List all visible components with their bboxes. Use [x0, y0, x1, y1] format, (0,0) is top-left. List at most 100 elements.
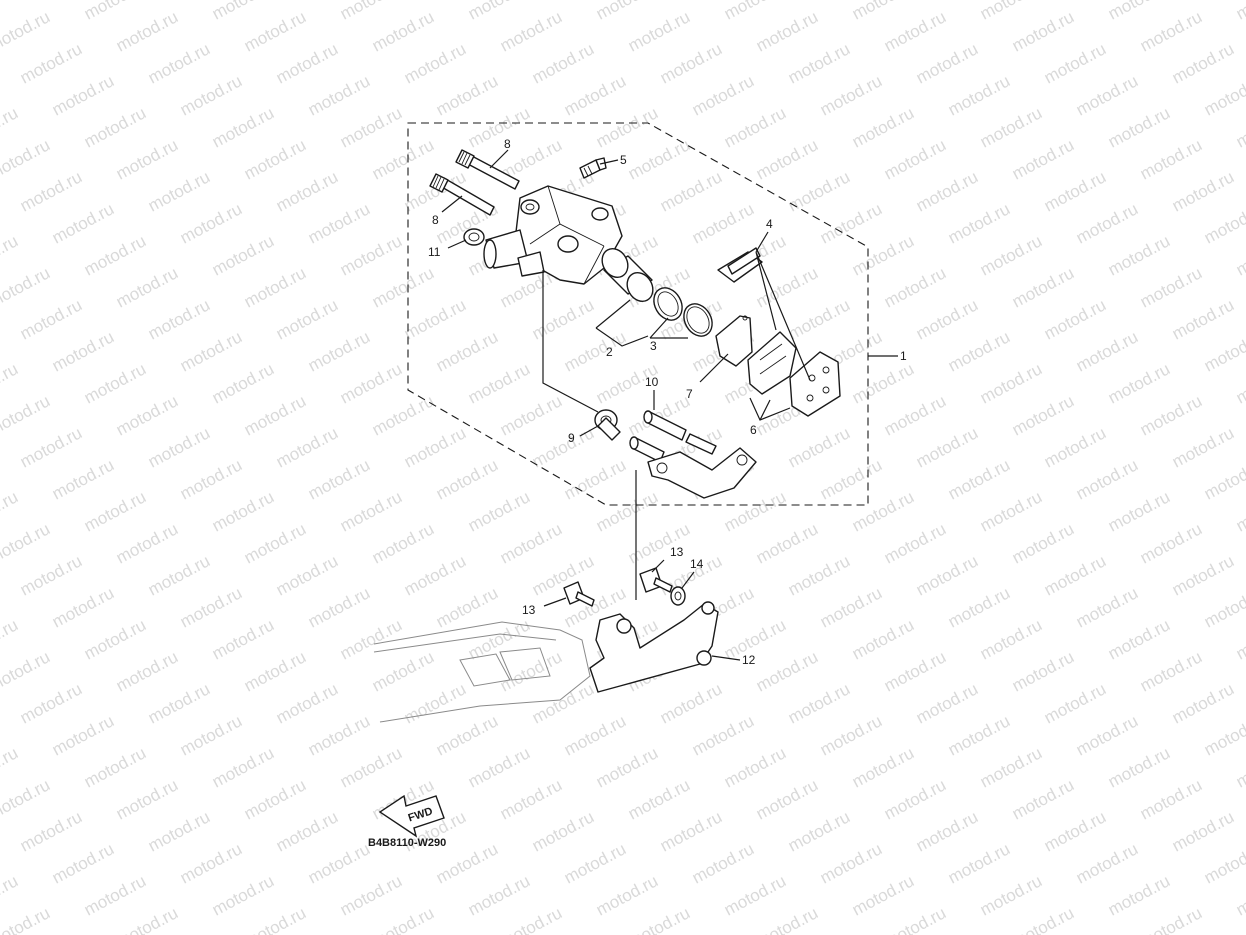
callout-5[interactable]: 5 — [620, 153, 627, 167]
watermark-text: motod.ru — [849, 743, 917, 791]
watermark-text: motod.ru — [561, 327, 629, 375]
watermark-text: motod.ru — [1201, 583, 1246, 631]
watermark-text: motod.ru — [1041, 807, 1109, 855]
watermark-text: motod.ru — [1233, 615, 1246, 663]
callout-12[interactable]: 12 — [742, 653, 756, 667]
bracket-bolt-right[interactable] — [639, 567, 673, 593]
watermark-text: motod.ru — [81, 871, 149, 919]
watermark-text: motod.ru — [529, 551, 597, 599]
watermark-text: motod.ru — [1201, 711, 1246, 759]
watermark-text: motod.ru — [273, 423, 341, 471]
watermark-text: motod.ru — [81, 231, 149, 279]
washer[interactable] — [670, 586, 686, 606]
bracket-bolt-left[interactable] — [563, 581, 595, 607]
brake-pad-outer[interactable] — [789, 351, 841, 417]
watermark-text: motod.ru — [529, 807, 597, 855]
watermark-text: motod.ru — [401, 551, 469, 599]
caliper-bolt-lower[interactable] — [429, 173, 495, 216]
callouts: 1 2 3 4 5 6 7 8 8 9 10 11 12 — [428, 137, 907, 667]
watermark-text: motod.ru — [529, 679, 597, 727]
boot[interactable] — [463, 228, 485, 246]
watermark-text: motod.ru — [1233, 103, 1246, 151]
callout-13-left[interactable]: 13 — [522, 603, 536, 617]
caliper-bolt-upper[interactable] — [455, 149, 520, 190]
piston-seals[interactable] — [648, 283, 718, 341]
watermark-text: motod.ru — [0, 263, 53, 311]
watermark-text: motod.ru — [113, 263, 181, 311]
watermark-text: motod.ru — [913, 167, 981, 215]
watermark-text: motod.ru — [177, 711, 245, 759]
pad-support[interactable] — [629, 436, 757, 499]
watermark-text: motod.ru — [497, 903, 565, 935]
pad-clip[interactable] — [717, 247, 763, 283]
caliper-body[interactable] — [483, 185, 623, 285]
callout-9[interactable]: 9 — [568, 431, 575, 445]
watermark-text: motod.ru — [0, 359, 21, 407]
watermark-text: motod.ru — [977, 615, 1045, 663]
callout-11[interactable]: 11 — [428, 245, 441, 259]
watermark-text: motod.ru — [1233, 0, 1246, 24]
watermark-text: motod.ru — [881, 903, 949, 935]
callout-3[interactable]: 3 — [650, 339, 657, 353]
callout-1[interactable]: 1 — [900, 349, 907, 363]
watermark-text: motod.ru — [241, 263, 309, 311]
callout-13-right[interactable]: 13 — [670, 545, 684, 559]
watermark-text: motod.ru — [1233, 231, 1246, 279]
watermark-text: motod.ru — [177, 199, 245, 247]
watermark-text: motod.ru — [1009, 903, 1077, 935]
caliper-bracket[interactable] — [589, 601, 719, 693]
watermark-text: motod.ru — [145, 679, 213, 727]
watermark-text: motod.ru — [1137, 135, 1205, 183]
bleed-screw[interactable] — [579, 157, 607, 179]
watermark-text: motod.ru — [1009, 519, 1077, 567]
watermark-text: motod.ru — [689, 839, 757, 887]
watermark-text: motod.ru — [1169, 807, 1237, 855]
watermark-text: motod.ru — [369, 519, 437, 567]
callout-8-upper[interactable]: 8 — [504, 137, 511, 151]
watermark-text: motod.ru — [1137, 519, 1205, 567]
watermark-text: motod.ru — [177, 583, 245, 631]
watermark-text: motod.ru — [241, 647, 309, 695]
watermark-text: motod.ru — [0, 647, 53, 695]
watermark-text: motod.ru — [17, 807, 85, 855]
callout-2[interactable]: 2 — [606, 345, 613, 359]
watermark-text: motod.ru — [113, 519, 181, 567]
watermark-text: motod.ru — [113, 647, 181, 695]
pad-shim[interactable] — [715, 315, 753, 367]
watermark-text: motod.ru — [657, 807, 725, 855]
slide-pin[interactable] — [643, 410, 717, 455]
watermark-text: motod.ru — [337, 231, 405, 279]
watermark-text: motod.ru — [721, 743, 789, 791]
watermark-text: motod.ru — [497, 391, 565, 439]
watermark-text: motod.ru — [337, 359, 405, 407]
watermark-text: motod.ru — [945, 711, 1013, 759]
watermark-text: motod.ru — [849, 103, 917, 151]
watermark-text: motod.ru — [305, 711, 373, 759]
watermark-text: motod.ru — [977, 103, 1045, 151]
callout-4[interactable]: 4 — [766, 217, 773, 231]
callout-6[interactable]: 6 — [750, 423, 757, 437]
watermark-text: motod.ru — [849, 0, 917, 24]
watermark-text: motod.ru — [113, 135, 181, 183]
watermark-text: motod.ru — [401, 679, 469, 727]
watermark-text: motod.ru — [593, 871, 661, 919]
pin-boot[interactable] — [594, 409, 621, 441]
callout-8-lower[interactable]: 8 — [432, 213, 439, 227]
watermark-text: motod.ru — [561, 839, 629, 887]
callout-10[interactable]: 10 — [645, 375, 659, 389]
watermark-text: motod.ru — [1137, 775, 1205, 823]
watermark-text: motod.ru — [913, 551, 981, 599]
watermark-text: motod.ru — [721, 487, 789, 535]
watermark-text: motod.ru — [401, 39, 469, 87]
watermark-text: motod.ru — [625, 519, 693, 567]
piston[interactable] — [597, 244, 658, 306]
callout-7[interactable]: 7 — [686, 387, 693, 401]
brake-pad-inner[interactable] — [747, 331, 797, 395]
watermark-text: motod.ru — [689, 71, 757, 119]
watermark-text: motod.ru — [49, 327, 117, 375]
callout-14[interactable]: 14 — [690, 557, 704, 571]
watermark-text: motod.ru — [849, 359, 917, 407]
watermark-text: motod.ru — [0, 903, 53, 935]
watermark-text: motod.ru — [1201, 839, 1246, 887]
watermark-text: motod.ru — [241, 903, 309, 935]
